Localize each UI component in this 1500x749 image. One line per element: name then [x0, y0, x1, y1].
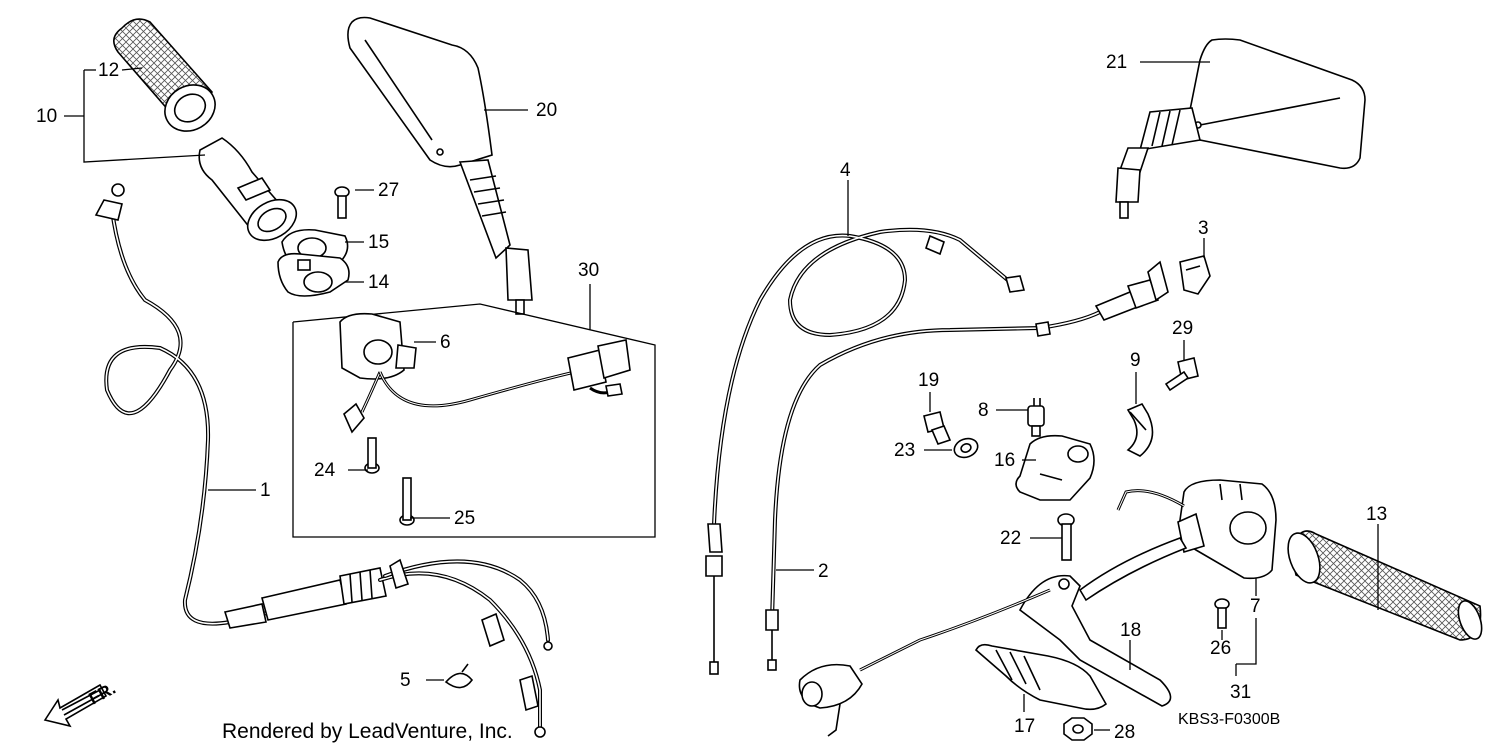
lever-bracket-part [1015, 434, 1095, 501]
label-part-15: 15 [368, 232, 389, 253]
label-part-10: 10 [36, 106, 57, 127]
label-part-29: 29 [1172, 318, 1193, 339]
washer-23-part [953, 437, 979, 459]
label-part-4: 4 [840, 160, 851, 181]
screw-27-part [334, 186, 350, 219]
right-mirror-part [1115, 38, 1366, 219]
label-part-6: 6 [440, 332, 451, 353]
label-part-26: 26 [1210, 638, 1231, 659]
throttle-pipe-part [198, 137, 298, 242]
bolt-29-part [1164, 357, 1199, 392]
switch-assembly-box [292, 303, 656, 538]
label-part-13: 13 [1366, 504, 1387, 525]
choke-cable-part [705, 227, 1026, 675]
bolt-19-part [923, 411, 952, 445]
label-part-27: 27 [378, 180, 399, 201]
label-part-22: 22 [1000, 528, 1021, 549]
label-part-21: 21 [1106, 52, 1127, 73]
label-part-9: 9 [1130, 350, 1141, 371]
bracket-3-part [1179, 255, 1211, 295]
clutch-cable-part [765, 260, 1169, 671]
screw-26-part [1214, 598, 1230, 629]
label-part-24: 24 [314, 460, 336, 481]
screw-25-part [399, 477, 415, 526]
credit-caption: Rendered by LeadVenture, Inc. [222, 720, 513, 743]
label-part-16: 16 [994, 450, 1015, 471]
label-part-20: 20 [536, 100, 557, 121]
label-part-31: 31 [1230, 682, 1251, 703]
label-part-30: 30 [578, 260, 599, 281]
diagram-code: KBS3-F0300B [1178, 711, 1280, 728]
clutch-lever-part [1018, 537, 1188, 707]
lever-cover-part [975, 643, 1108, 711]
label-part-25: 25 [454, 508, 475, 529]
label-part-5: 5 [400, 670, 411, 691]
front-arrow-icon [43, 683, 108, 728]
label-part-17: 17 [1014, 716, 1035, 737]
clip-5-part [444, 663, 474, 689]
nut-28-part [1063, 717, 1093, 741]
label-part-1: 1 [260, 480, 271, 501]
leader-lines [64, 61, 1379, 731]
label-part-18: 18 [1120, 620, 1141, 641]
label-part-3: 3 [1198, 218, 1209, 239]
label-part-12: 12 [98, 60, 119, 81]
throttle-cable-part [94, 183, 553, 738]
label-part-28: 28 [1114, 722, 1135, 743]
screw-24-part [364, 437, 380, 474]
right-grip-part [1287, 530, 1483, 641]
left-mirror-part [347, 16, 533, 315]
clamp-9-part [1126, 402, 1154, 457]
label-part-8: 8 [978, 400, 989, 421]
label-part-2: 2 [818, 561, 829, 582]
screw-22-part [1057, 513, 1075, 561]
left-grip-part [113, 18, 216, 132]
label-part-7: 7 [1250, 596, 1261, 617]
throttle-housing-part [277, 228, 350, 297]
label-part-23: 23 [894, 440, 915, 461]
right-switch-part [1116, 479, 1277, 580]
clutch-switch-wire-part [798, 588, 1051, 737]
switch-8-part [1027, 398, 1045, 437]
label-part-19: 19 [918, 370, 939, 391]
part-number-labels: 1 2 3 4 5 6 7 8 9 10 12 13 14 15 16 17 1… [36, 52, 1387, 743]
label-part-14: 14 [368, 272, 390, 293]
left-switch-part [339, 312, 631, 434]
